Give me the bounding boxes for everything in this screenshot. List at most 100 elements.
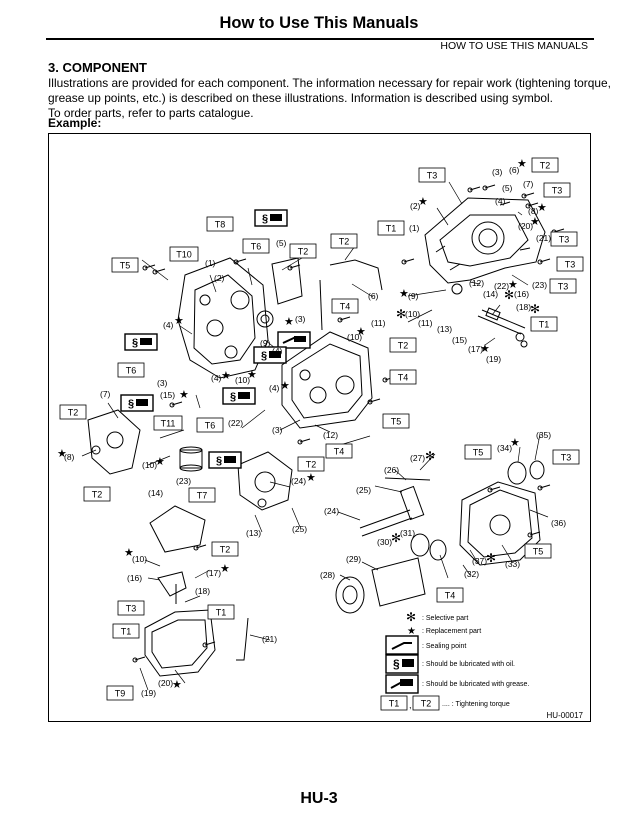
section-body: Illustrations are provided for each comp… (48, 76, 611, 121)
callout: (20) (158, 678, 173, 688)
callout: (3) (157, 378, 168, 388)
oil-lube-symbol: § (385, 654, 419, 674)
level-gauge-drawing (236, 617, 249, 661)
callout: (4) (495, 196, 506, 206)
torque-box-t2-e: T2 (59, 404, 87, 420)
svg-text:T6: T6 (251, 242, 262, 252)
figure-frame (48, 133, 591, 722)
svg-text:T10: T10 (176, 250, 192, 260)
transmission-case-drawing (424, 197, 546, 284)
svg-text:★: ★ (517, 158, 527, 170)
svg-text:T1: T1 (216, 608, 227, 618)
svg-text:★: ★ (418, 196, 428, 208)
svg-text:T1: T1 (539, 320, 550, 330)
callout: (25) (356, 485, 371, 495)
replacement-star-marks: ★★★ ★★★ ★★★ ★★★ ★★★ ★★★ ★★★ (57, 158, 547, 691)
svg-text:T5: T5 (120, 261, 131, 271)
gauge-guide-drawing (319, 259, 383, 331)
legend-torque-t2: T2 (412, 695, 440, 711)
svg-text:§: § (262, 213, 268, 225)
figure-code: HU-00017 (547, 711, 584, 720)
callout: (5) (276, 238, 287, 248)
svg-text:✻: ✻ (396, 307, 406, 321)
svg-text:★: ★ (280, 380, 290, 392)
callout: (34) (497, 443, 512, 453)
callout: (1) (409, 223, 420, 233)
torque-box-t2-a: T2 (531, 157, 559, 173)
torque-box-t2-b: T2 (289, 243, 317, 259)
callout: (10) (405, 309, 420, 319)
callout: (2) (214, 273, 225, 283)
callout: (16) (127, 573, 142, 583)
torque-box-t3-d: T3 (556, 256, 584, 272)
svg-text:§: § (216, 455, 222, 467)
page-header-title: How to Use This Manuals (219, 14, 419, 32)
callout: (32) (464, 569, 479, 579)
front-cover-drawing (256, 257, 303, 328)
legend-torque-t1: T1 (380, 695, 408, 711)
torque-box-t3-b: T3 (543, 182, 571, 198)
part-callouts: (3) (6) (7) (5) (4) (2) (8) (20) (21) (1… (64, 165, 566, 698)
callout: (6) (368, 291, 379, 301)
legend: ✻ : Selective part ★ : Replacement part … (380, 610, 529, 711)
torque-box-t5-a: T5 (111, 257, 139, 273)
lube-symbols: § § § § § § (120, 209, 311, 469)
callout: (28) (320, 570, 335, 580)
callout: (12) (469, 278, 484, 288)
body-line-3: To order parts, refer to parts catalogue… (48, 106, 254, 120)
body-line-2: grease up points, etc.) is described on … (48, 91, 553, 105)
svg-text:★: ★ (537, 202, 547, 214)
svg-text:T2: T2 (540, 161, 551, 171)
svg-text:★: ★ (399, 288, 409, 300)
grease-symbol (277, 331, 311, 349)
torque-box-t2-c: T2 (330, 233, 358, 249)
svg-text:★: ★ (124, 547, 134, 559)
callout: (2) (410, 201, 421, 211)
body-line-1: Illustrations are provided for each comp… (48, 76, 611, 90)
callout: (24) (291, 476, 306, 486)
header-rule (46, 38, 594, 40)
oil-pan-drawing (144, 609, 216, 677)
callout: (7) (100, 389, 111, 399)
svg-text:T1: T1 (386, 224, 397, 234)
callout: (15) (160, 390, 175, 400)
torque-box-t3-e: T3 (549, 278, 577, 294)
page-number: HU-3 (300, 790, 338, 807)
svg-text:✻: ✻ (391, 531, 401, 545)
callout: (18) (516, 302, 531, 312)
svg-text:T6: T6 (205, 421, 216, 431)
legend-replacement-text: : Replacement part (422, 628, 481, 635)
svg-text:★: ★ (508, 279, 518, 291)
torque-box-t3-g: T3 (117, 600, 145, 616)
torque-box-t2-g: T2 (83, 486, 111, 502)
callout: (10) (347, 332, 362, 342)
svg-text:T3: T3 (565, 260, 576, 270)
legend-torque-text: .... : Tightening torque (442, 701, 510, 708)
callout: (4) (163, 320, 174, 330)
svg-text:T3: T3 (561, 453, 572, 463)
svg-text:★: ★ (356, 326, 366, 338)
svg-text:T5: T5 (533, 547, 544, 557)
torque-box-t2-d: T2 (389, 337, 417, 353)
torque-box-t10: T10 (169, 246, 199, 262)
callout: (14) (148, 488, 163, 498)
svg-text:T2: T2 (398, 341, 409, 351)
svg-text:T3: T3 (558, 282, 569, 292)
svg-text:T1: T1 (389, 699, 400, 709)
torque-box-t4-c: T4 (325, 443, 353, 459)
torque-box-t3-c: T3 (550, 231, 578, 247)
svg-text:★: ★ (530, 216, 540, 228)
output-shaft-drawing (335, 460, 545, 614)
torque-box-t1-c: T1 (207, 604, 235, 620)
callout: (37) (472, 556, 487, 566)
svg-text:T2: T2 (298, 247, 309, 257)
svg-text:§: § (393, 657, 400, 671)
callout: (6) (509, 165, 520, 175)
callout: (23) (176, 476, 191, 486)
callout: (9) (408, 291, 419, 301)
torque-box-t1-b: T1 (530, 316, 558, 332)
callout: (3) (492, 167, 503, 177)
oil-symbol: § (120, 394, 154, 412)
svg-text:T5: T5 (391, 417, 402, 427)
right-case-half-drawing (281, 331, 373, 429)
